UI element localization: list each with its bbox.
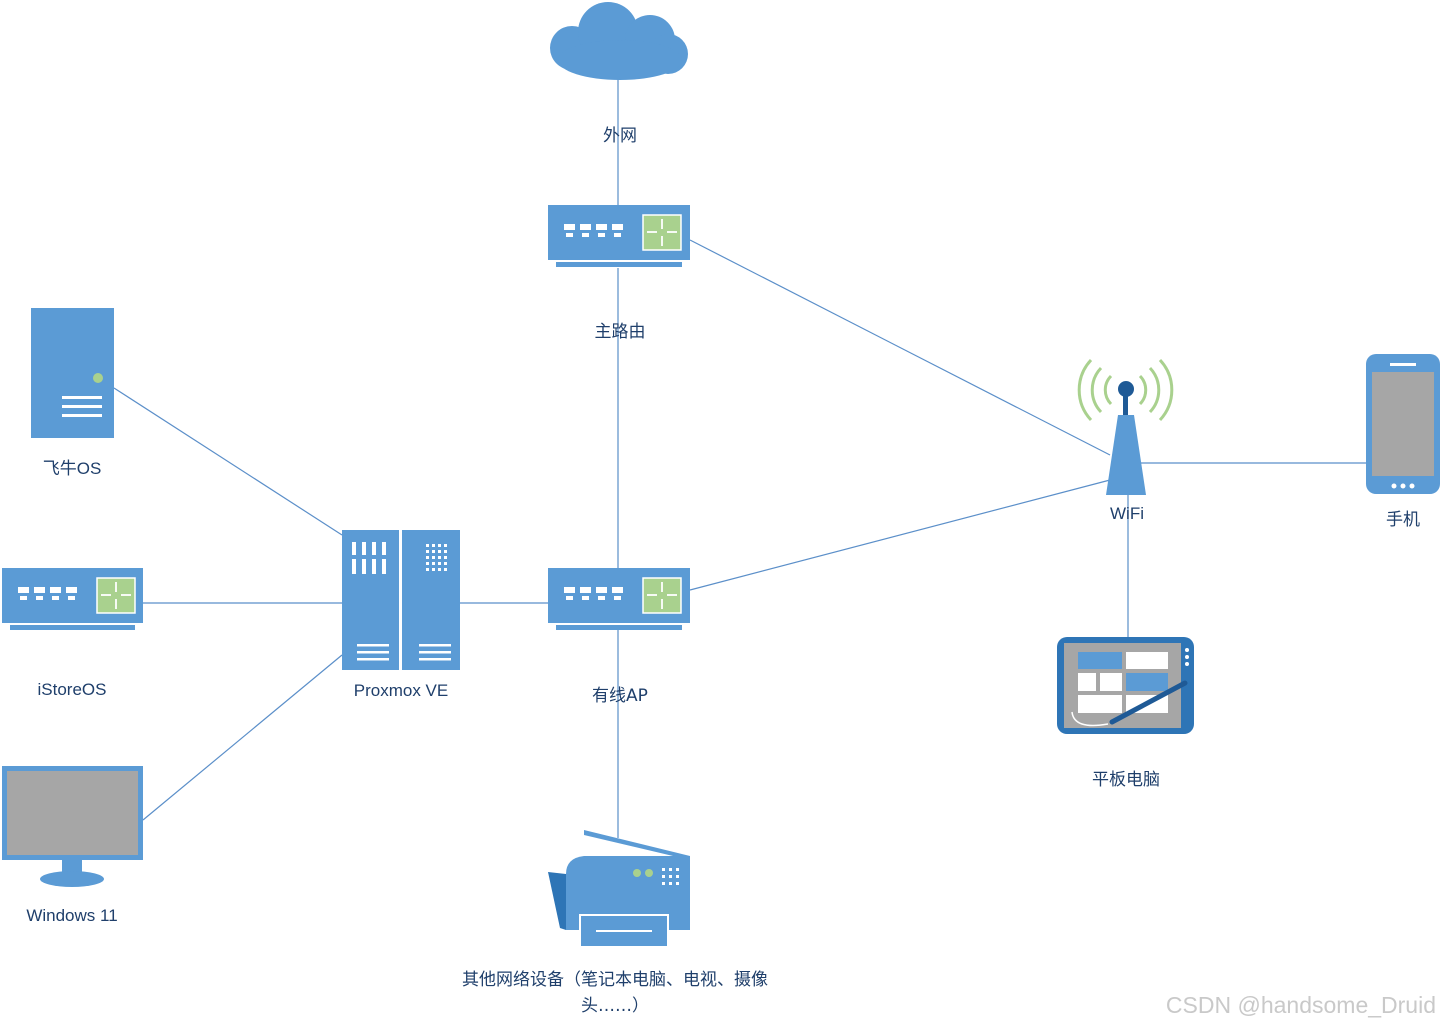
- label-internet: 外网: [603, 126, 637, 146]
- label-wifi: WiFi: [1110, 504, 1144, 523]
- link-windows-proxmox: [142, 654, 343, 821]
- link-router-wifi: [689, 239, 1111, 456]
- label-wired-ap: 有线AP: [592, 686, 648, 706]
- printer-icon: [548, 830, 690, 948]
- link-ap-wifi: [689, 479, 1111, 591]
- watermark: CSDN @handsome_Druid: [1165, 992, 1436, 1018]
- wireless-antenna-icon: [1077, 358, 1174, 495]
- tablet-icon: [1057, 637, 1194, 734]
- cloud-icon: [550, 2, 688, 80]
- label-istore-os: iStoreOS: [37, 680, 107, 699]
- server-rack-icon: [342, 530, 460, 670]
- router-icon: [548, 568, 690, 630]
- smartphone-icon: [1366, 354, 1440, 494]
- link-feiniu-proxmox: [113, 387, 343, 536]
- connections: [113, 75, 1367, 838]
- router-icon: [2, 568, 143, 630]
- label-proxmox: Proxmox VE: [353, 681, 449, 700]
- label-windows: Windows 11: [26, 906, 118, 925]
- label-other-devices: 其他网络设备（笔记本电脑、电视、摄像头……）: [462, 970, 768, 1016]
- label-main-router: 主路由: [594, 322, 646, 342]
- label-feiniu-os: 飞牛OS: [42, 459, 102, 478]
- label-phone: 手机: [1386, 510, 1420, 530]
- label-tablet: 平板电脑: [1092, 770, 1160, 790]
- server-tower-icon: [31, 308, 114, 438]
- monitor-icon: [2, 766, 143, 887]
- router-icon: [548, 205, 690, 267]
